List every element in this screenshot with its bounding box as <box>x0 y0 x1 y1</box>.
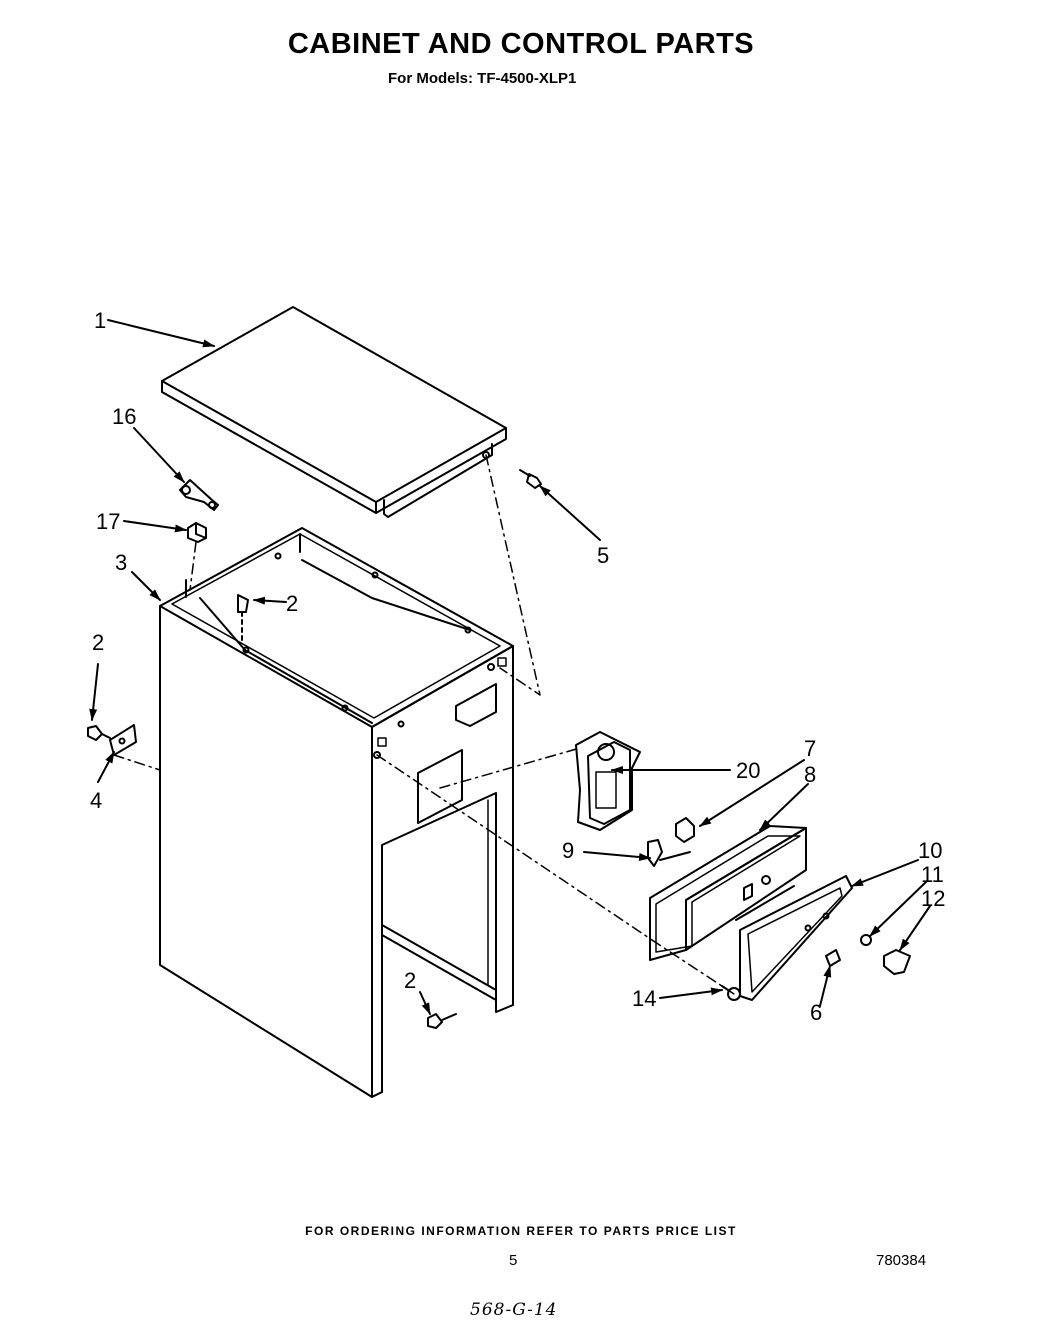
callout-20: 20 <box>736 758 760 783</box>
ordering-note: FOR ORDERING INFORMATION REFER TO PARTS … <box>305 1224 737 1238</box>
page-number: 5 <box>509 1252 518 1269</box>
part-switch-9 <box>647 839 691 867</box>
part-bracket-4 <box>109 724 137 756</box>
part-clip-7 <box>675 817 695 843</box>
part-screw-2-bottom <box>427 1013 457 1029</box>
part-top-panel <box>161 306 507 518</box>
callout-11: 11 <box>921 862 944 887</box>
part-trim-bezel <box>739 875 853 1001</box>
callout-2-inside: 2 <box>286 591 298 616</box>
part-control-panel <box>649 825 807 961</box>
part-screw-5 <box>519 469 542 489</box>
models-subtitle: For Models: TF-4500-XLP1 <box>388 70 577 87</box>
part-knob-12 <box>883 949 911 975</box>
page-title: CABINET AND CONTROL PARTS <box>287 28 755 60</box>
part-knob-6 <box>825 949 841 967</box>
callout-3: 3 <box>115 550 127 575</box>
part-screw-2-inside <box>237 594 249 641</box>
callout-17: 17 <box>96 509 120 534</box>
part-screw-2-left <box>87 725 111 741</box>
part-screw-14 <box>721 985 741 1001</box>
callout-2-left: 2 <box>92 630 104 655</box>
callout-2-bottom: 2 <box>404 968 416 993</box>
document-number: 780384 <box>876 1252 927 1269</box>
part-nut-11 <box>860 934 872 946</box>
alignment-lines <box>113 454 735 995</box>
callout-8: 8 <box>804 762 816 787</box>
part-hinge-bracket <box>179 479 219 511</box>
callout-5: 5 <box>597 543 609 568</box>
leader-lines <box>89 319 931 1015</box>
callout-10: 10 <box>918 838 942 863</box>
callout-12: 12 <box>921 886 945 911</box>
part-control-housing <box>575 731 641 831</box>
part-clip <box>187 522 207 543</box>
callout-6: 6 <box>810 1000 822 1025</box>
callout-14: 14 <box>632 986 656 1011</box>
callout-1: 1 <box>94 308 106 333</box>
part-cabinet <box>159 527 514 1098</box>
callout-4: 4 <box>90 788 102 813</box>
callout-7: 7 <box>804 736 816 761</box>
callout-16: 16 <box>112 404 136 429</box>
callout-labels: 1 16 5 17 3 2 2 4 20 7 8 9 10 11 12 14 6… <box>90 308 945 1025</box>
callout-9: 9 <box>562 838 574 863</box>
handwritten-note: 568-G-14 <box>470 1300 558 1320</box>
